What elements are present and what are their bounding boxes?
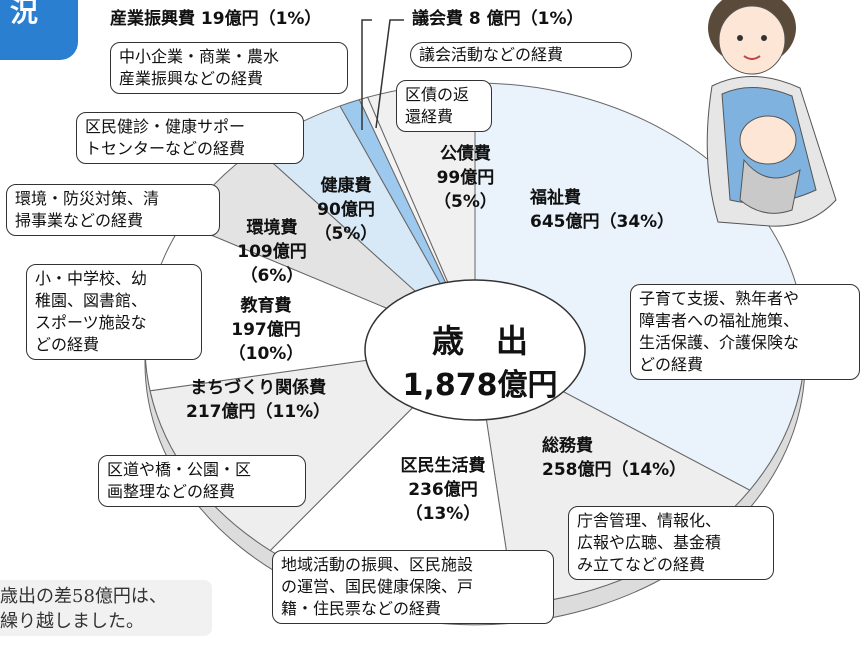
label-industry: 産業振興費 19億円（1%）: [110, 9, 322, 29]
label-general: 総務費 258億円（14%）: [542, 434, 686, 482]
note-line: 環境・防災対策、清: [15, 189, 160, 208]
note-line: 議会活動などの経費: [419, 45, 564, 64]
label-welfare: 福祉費 645億円（34%）: [530, 186, 674, 234]
chart-title: 歳 出: [431, 322, 528, 360]
note-line: 子育て支援、熟年者や: [639, 289, 800, 308]
note-industry: 中小企業・商業・農水 産業振興などの経費: [110, 42, 348, 94]
footer-line: 歳出の差58億円は、: [0, 586, 167, 607]
label-name: 総務費: [542, 436, 593, 456]
label-amount: 90億円: [317, 200, 375, 220]
note-town: 区道や橋・公園・区 画整理などの経費: [98, 455, 306, 507]
label-environment: 環境費 109億円 （6%）: [222, 216, 322, 288]
label-health: 健康費 90億円 （5%）: [296, 174, 396, 246]
note-line: スポーツ施設な: [35, 313, 147, 332]
note-line: 広報や広聴、基金積: [577, 533, 722, 552]
note-line: 掃事業などの経費: [15, 211, 144, 230]
note-line: 籍・住民票などの経費: [281, 599, 442, 618]
label-pct: （10%）: [228, 344, 304, 364]
label-amount: 99億円: [436, 168, 495, 188]
label-name: まちづくり関係費: [190, 378, 327, 398]
chart-total: 1,878億円: [402, 368, 558, 403]
label-amount: 258億円（14%）: [542, 460, 687, 480]
label-town: まちづくり関係費 217億円（11%）: [186, 376, 330, 424]
note-line: どの経費: [35, 335, 100, 354]
note-debt: 区債の返 還経費: [396, 80, 492, 132]
label-assembly: 議会費 8 億円（1%）: [412, 9, 584, 29]
note-line: 中小企業・商業・農水: [119, 47, 280, 66]
leader-lines: [361, 19, 404, 130]
note-line: 産業振興などの経費: [119, 69, 264, 88]
note-line: 障害者への福祉施策、: [639, 311, 800, 330]
note-line: 稚園、図書館、: [35, 291, 148, 310]
note-citizen: 地域活動の振興、区民施設 の運営、国民健康保険、戸 籍・住民票などの経費: [272, 550, 554, 624]
label-pct: （13%）: [405, 504, 481, 524]
note-line: 庁舎管理、情報化、: [577, 511, 722, 530]
label-name: 区民生活費: [400, 456, 486, 476]
label-pct: （6%）: [240, 266, 304, 286]
label-name: 環境費: [246, 218, 298, 238]
note-line: 区民健診・健康サポー: [85, 117, 246, 136]
label-amount: 236億円: [408, 480, 478, 500]
mother-illustration: [706, 0, 837, 227]
leader-line: [375, 19, 404, 129]
center-ellipse: [364, 279, 586, 421]
label-pct: （5%）: [434, 192, 497, 212]
note-line: 生活保護、介護保険な: [639, 333, 800, 352]
note-line: み立てなどの経費: [577, 555, 706, 574]
label-citizen: 区民生活費 236億円 （13%）: [388, 454, 498, 526]
label-amount: 197億円: [231, 320, 301, 340]
note-line: 地域活動の振興、区民施設: [281, 555, 474, 574]
label-name: 教育費: [240, 296, 292, 316]
note-line: 小・中学校、幼: [35, 269, 148, 288]
label-amount: 109億円: [237, 242, 307, 262]
note-education: 小・中学校、幼 稚園、図書館、 スポーツ施設な どの経費: [26, 264, 202, 360]
note-line: 画整理などの経費: [107, 482, 236, 501]
label-name: 健康費: [320, 176, 372, 196]
header-tab: 況: [0, 0, 78, 60]
note-health: 区民健診・健康サポー トセンターなどの経費: [76, 112, 304, 164]
label-pct: （5%）: [314, 224, 378, 244]
note-line: の運営、国民健康保険、戸: [281, 577, 474, 596]
label-education: 教育費 197億円 （10%）: [216, 294, 316, 366]
note-general: 庁舎管理、情報化、 広報や広聴、基金積 み立てなどの経費: [568, 506, 774, 580]
note-line: 区債の返: [405, 85, 470, 104]
label-debt: 公債費 99億円 （5%）: [434, 142, 497, 214]
label-amount: 645億円（34%）: [530, 212, 675, 232]
note-line: どの経費: [639, 355, 704, 374]
label-name: 福祉費: [530, 188, 581, 208]
note-line: 還経費: [405, 107, 454, 126]
header-tab-text: 況: [10, 0, 39, 28]
note-assembly: 議会活動などの経費: [410, 42, 632, 68]
note-welfare: 子育て支援、熟年者や 障害者への福祉施策、 生活保護、介護保険な どの経費: [630, 284, 860, 380]
note-line: 区道や橋・公園・区: [107, 460, 252, 479]
label-name: 公債費: [439, 144, 491, 164]
label-amount: 217億円（11%）: [186, 402, 331, 422]
leader-line: [361, 19, 372, 130]
note-line: トセンターなどの経費: [85, 139, 246, 158]
footer-note: 歳出の差58億円は、 繰り越しました。: [0, 580, 212, 636]
note-environment: 環境・防災対策、清 掃事業などの経費: [6, 184, 220, 236]
footer-line: 繰り越しました。: [0, 611, 144, 632]
